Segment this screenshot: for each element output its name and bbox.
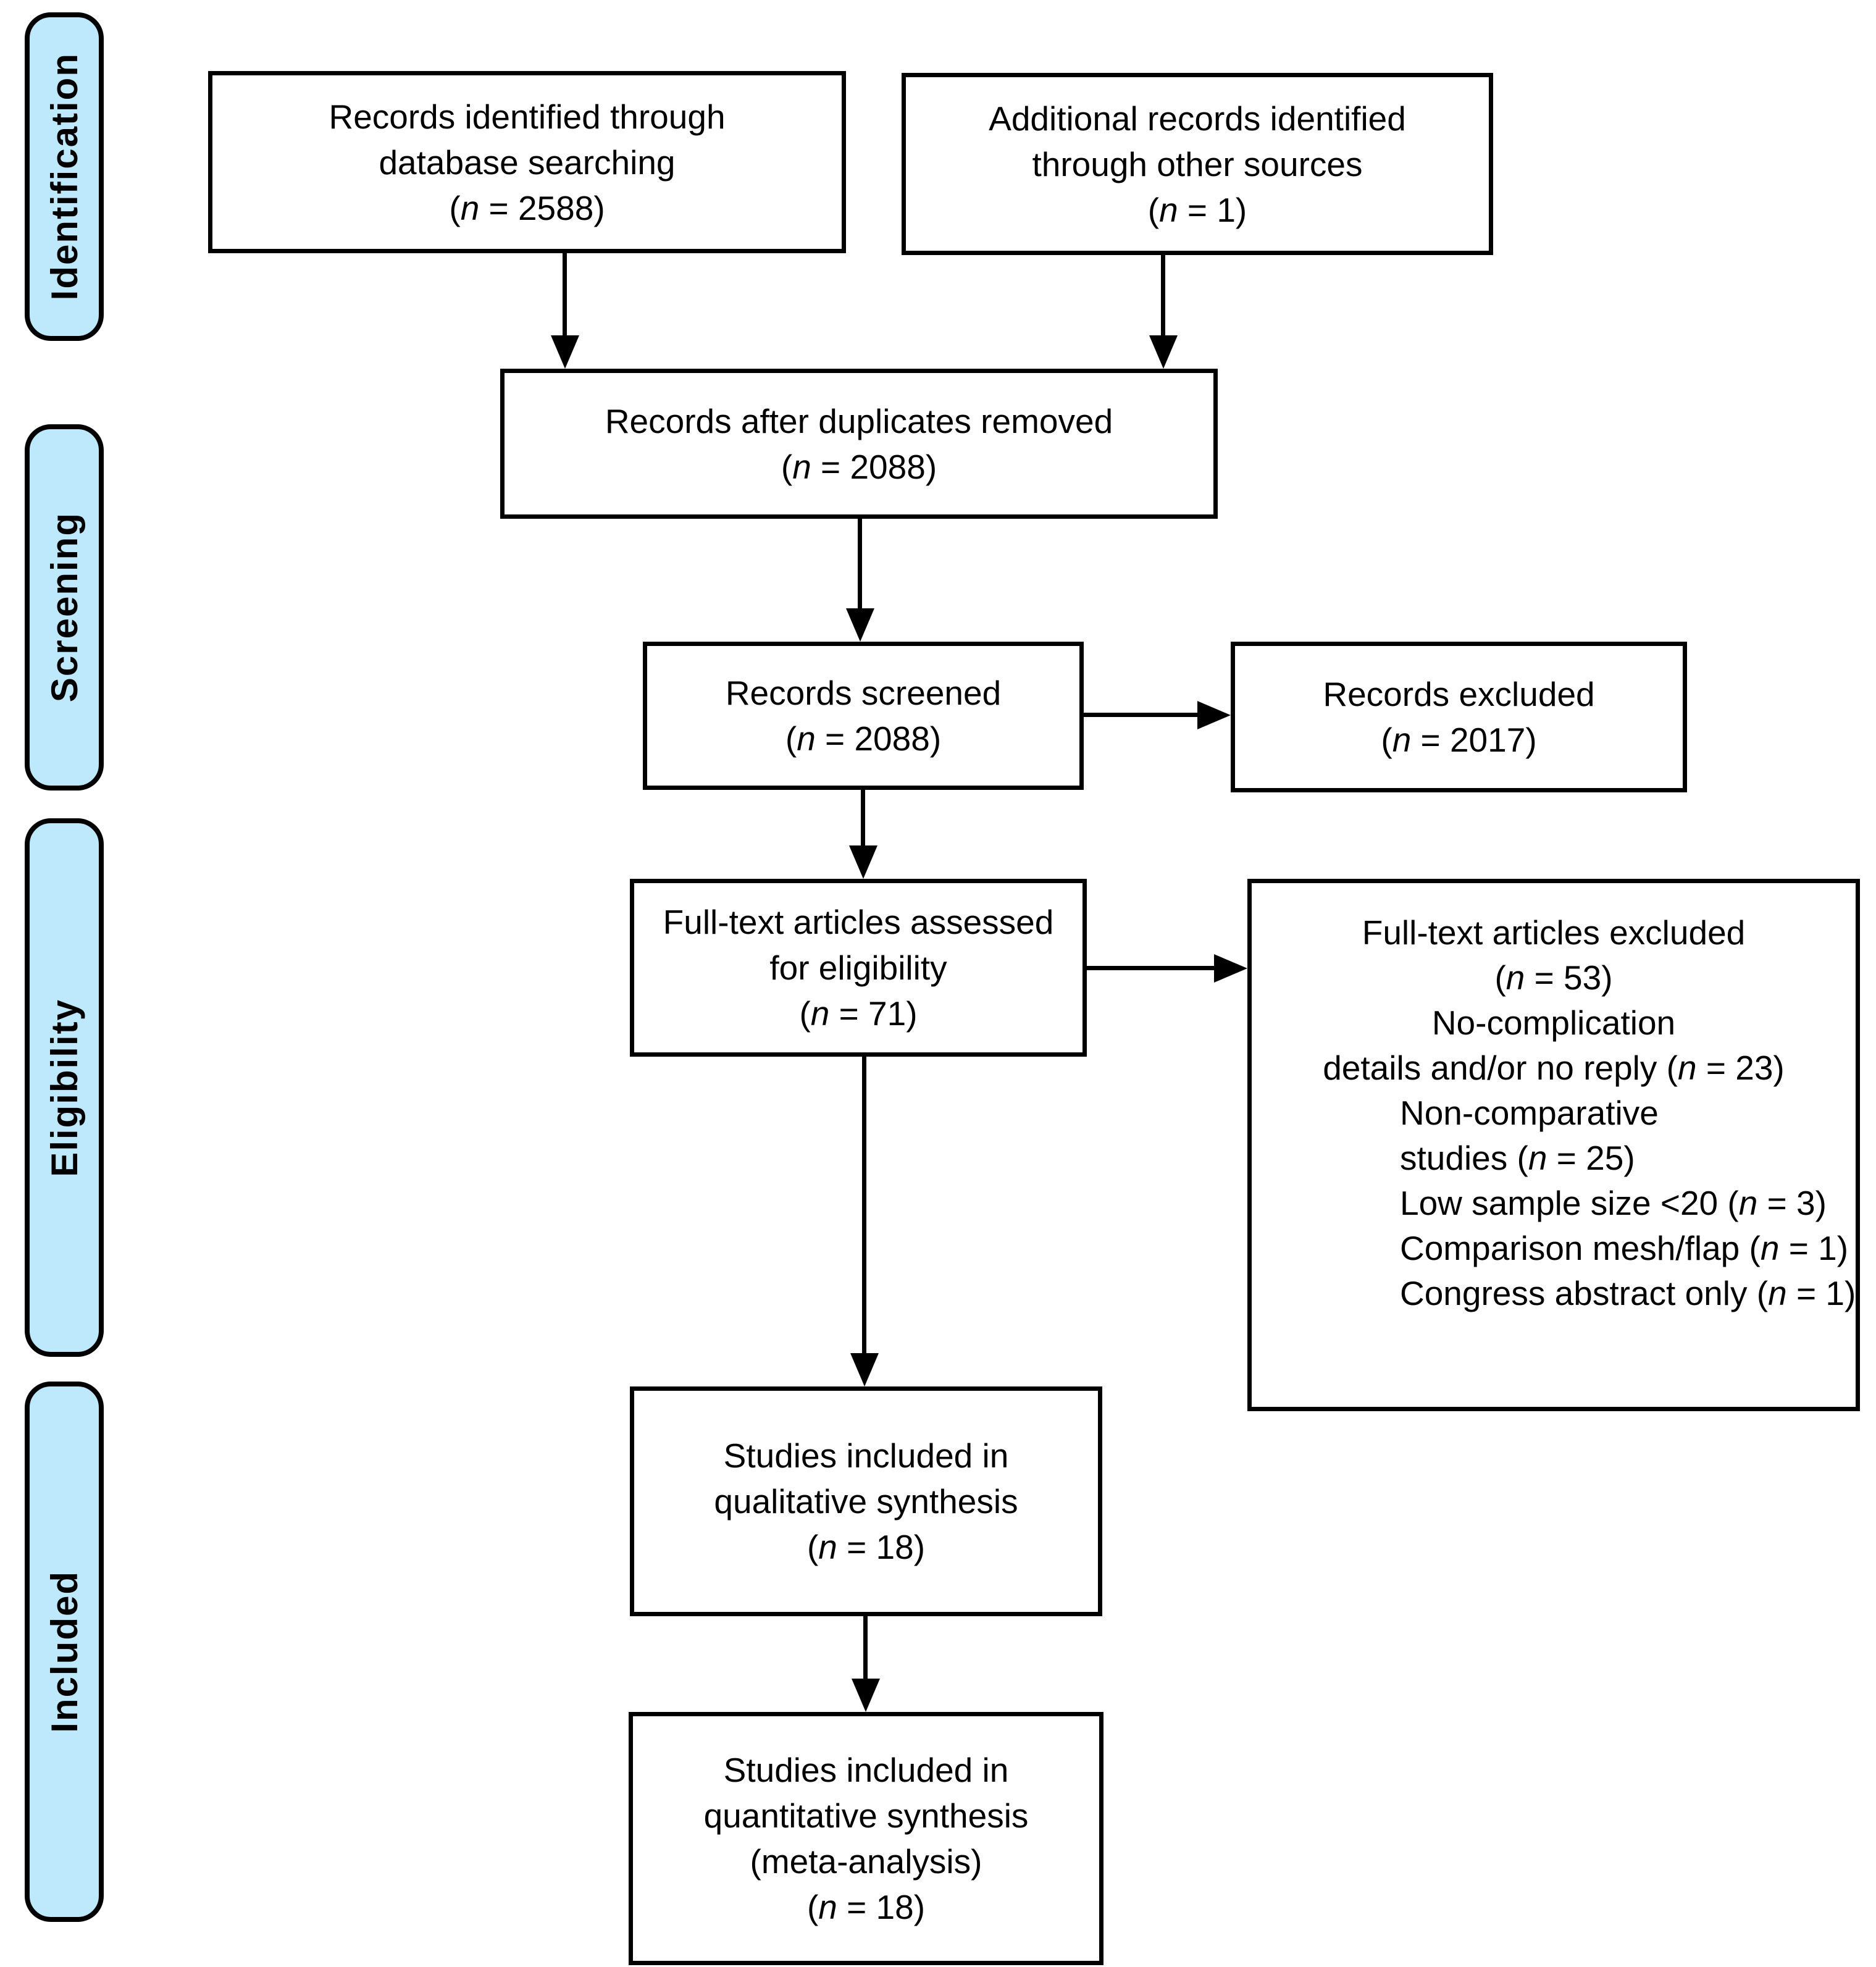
box-text-line: Full-text articles excluded [1362, 913, 1746, 952]
arrow-fulltext-to-qualitative [862, 1057, 866, 1356]
arrow-qualitative-to-quantitative [863, 1616, 868, 1681]
box-text-line: Full-text articles assessed [663, 903, 1054, 941]
stage-label-identification: Identification [43, 52, 85, 301]
box-text-line: for eligibility [769, 949, 947, 987]
box-text-line: Records excluded [1323, 675, 1595, 713]
box-text-line: (n = 1) [1147, 190, 1247, 229]
box-text-line: (n = 53) [1494, 958, 1613, 997]
box-text-line: (n = 2088) [781, 447, 937, 486]
arrow-down-head [1149, 335, 1178, 369]
arrow-down-head [852, 1679, 880, 1712]
box-text-line: (n = 2017) [1381, 721, 1537, 759]
arrow-dedup-to-screened [858, 519, 862, 611]
box-text-line: (n = 18) [806, 1888, 926, 1926]
arrow-identified-to-dedup [563, 253, 567, 338]
box-text-line: through other sources [1032, 145, 1363, 183]
box-text-line: (n = 18) [806, 1528, 926, 1566]
arrow-right-head [1197, 701, 1231, 729]
arrow-down-head [846, 608, 874, 642]
arrow-screened-to-fulltext [861, 790, 865, 848]
box-records-excluded: Records excluded (n = 2017) [1231, 642, 1687, 792]
box-text-line: Additional records identified [989, 99, 1406, 138]
box-text-line: quantitative synthesis [703, 1797, 1029, 1835]
box-text-line: Studies included in [723, 1751, 1009, 1789]
arrow-additional-to-dedup [1161, 255, 1165, 338]
arrow-down-head [551, 335, 579, 369]
box-text-line: Non-comparative [1400, 1094, 1659, 1132]
arrow-fulltext-to-excluded [1087, 966, 1216, 970]
arrow-down-head [850, 1353, 879, 1386]
arrow-screened-to-excluded [1084, 713, 1200, 717]
box-quantitative-synthesis: Studies included in quantitative synthes… [629, 1712, 1103, 1965]
stage-label-eligibility: Eligibility [43, 998, 85, 1177]
box-text-line: studies (n = 25) [1400, 1139, 1635, 1177]
box-records-screened: Records screened (n = 2088) [643, 642, 1084, 790]
stage-label-screening: Screening [43, 512, 85, 703]
box-text-line: (n = 2588) [449, 188, 605, 227]
box-qualitative-synthesis: Studies included in qualitative synthesi… [630, 1386, 1102, 1616]
box-text-line: Low sample size <20 (n = 3) [1400, 1184, 1827, 1222]
box-text-line: (n = 2088) [785, 719, 942, 758]
box-duplicates-removed: Records after duplicates removed (n = 20… [500, 369, 1218, 519]
box-records-identified: Records identified through database sear… [208, 71, 846, 253]
box-fulltext-assessed: Full-text articles assessed for eligibil… [630, 879, 1087, 1057]
box-text-line: details and/or no reply (n = 23) [1323, 1049, 1785, 1087]
box-text-line: (n = 71) [799, 994, 918, 1033]
box-text-line: Records after duplicates removed [605, 401, 1113, 440]
box-text-line: No-complication [1431, 1004, 1676, 1042]
arrow-right-head [1214, 954, 1247, 983]
box-text-line: Studies included in [723, 1436, 1009, 1475]
box-text-line: database searching [379, 143, 676, 182]
box-text-line: Records screened [725, 674, 1002, 712]
box-text-line: qualitative synthesis [714, 1482, 1018, 1520]
stage-bar-eligibility: Eligibility [25, 818, 104, 1357]
box-fulltext-excluded: Full-text articles excluded (n = 53) No-… [1247, 879, 1860, 1411]
box-text-line: Congress abstract only (n = 1) [1400, 1274, 1856, 1312]
box-text-line: (meta-analysis) [750, 1842, 982, 1881]
box-text-line: Comparison mesh/flap (n = 1) [1400, 1229, 1849, 1267]
box-additional-records: Additional records identified through ot… [902, 73, 1493, 255]
stage-bar-included: Included [25, 1382, 104, 1922]
stage-label-included: Included [43, 1571, 85, 1733]
arrow-down-head [849, 845, 877, 879]
box-text-line: Records identified through [329, 97, 726, 136]
stage-bar-screening: Screening [25, 424, 104, 791]
stage-bar-identification: Identification [25, 12, 104, 341]
